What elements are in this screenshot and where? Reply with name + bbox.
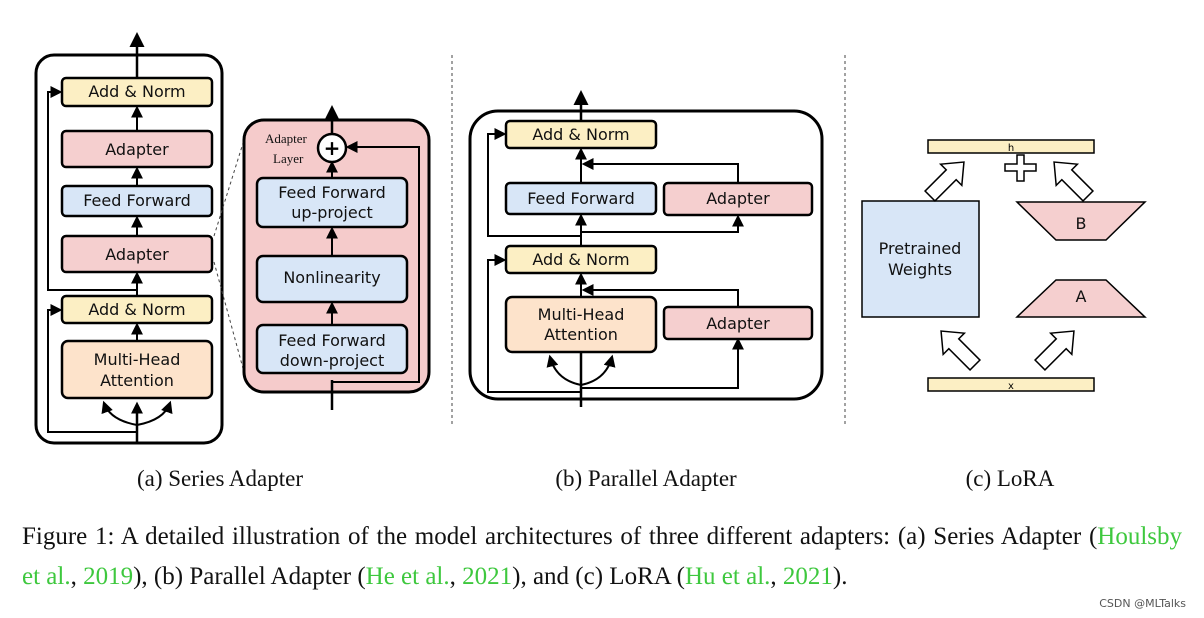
parallel-adapter-output [581, 158, 739, 183]
adapter-mha-label: Adapter [706, 314, 770, 333]
up-project-label-line2: up-project [291, 203, 373, 222]
attention-input-arrow [136, 400, 173, 426]
adapter-top-label: Adapter [105, 140, 169, 159]
multi-head-attention-block [504, 295, 658, 354]
hollow-arrow-pw-to-h [923, 161, 965, 203]
caption-sep-3: , [770, 563, 783, 590]
caption-text-4: ). [832, 563, 848, 590]
residual-connection [332, 141, 420, 383]
citation-he-author[interactable]: He et al. [365, 563, 450, 590]
caption-sep-2: , [449, 563, 463, 590]
hollow-arrow-x-to-a [1033, 330, 1075, 372]
zoom-guide-line [213, 139, 245, 237]
adapter-ff-block [662, 181, 814, 217]
add-norm-bottom-block [60, 294, 214, 325]
adapter-bottom-block [60, 234, 214, 274]
add-norm-top-block [60, 76, 214, 108]
lora-a-matrix [1015, 279, 1147, 318]
multi-head-attention-block [60, 339, 214, 400]
feed-forward-block [60, 184, 214, 218]
residual-connection [47, 304, 137, 433]
lora-plus-icon [1004, 154, 1037, 182]
zoom-guide-line [213, 261, 245, 373]
series-adapter-sublabel: (a) Series Adapter [137, 466, 303, 491]
citation-houlsby-year[interactable]: 2019 [83, 563, 134, 590]
add-norm-bottom-label: Add & Norm [88, 300, 185, 319]
adapter-ff-label: Adapter [706, 189, 770, 208]
attention-input-arrow [101, 400, 138, 426]
caption-text-2: ), (b) Parallel Adapter ( [133, 563, 366, 590]
feed-forward-label: Feed Forward [83, 191, 191, 210]
lora-sublabel: (c) LoRA [966, 466, 1055, 491]
add-norm-bottom-block [504, 244, 658, 275]
sum-node [316, 132, 348, 164]
pretrained-weights-block [861, 200, 980, 318]
down-project-label-line2: down-project [280, 351, 384, 370]
watermark: CSDN @MLTalks [1099, 597, 1186, 610]
attention-input-arrow [580, 354, 616, 386]
attention-input-arrow [546, 354, 582, 386]
parallel-adapter-input [581, 214, 744, 233]
adapter-layer-title-line2: Layer [273, 151, 304, 166]
parallel-transformer-frame [468, 109, 824, 401]
citation-hu-year[interactable]: 2021 [782, 563, 833, 590]
lora-a-label: A [1076, 287, 1087, 306]
feed-forward-label: Feed Forward [527, 189, 635, 208]
mha-label-line1: Multi-Head [94, 350, 181, 369]
h-output-bar [927, 139, 1095, 154]
residual-connection [47, 86, 137, 291]
parallel-adapter-output [581, 284, 739, 307]
x-label: x [1008, 381, 1014, 392]
lora-b-matrix [1015, 201, 1147, 241]
parallel-adapter-diagram: Add & Norm Feed Forward Adapter Add & No… [468, 90, 824, 491]
nonlinearity-block [255, 254, 409, 304]
down-project-block [255, 323, 409, 375]
caption-text-3: ), and (c) LoRA ( [512, 563, 685, 590]
residual-connection [487, 128, 581, 237]
pretrained-label-line2: Weights [888, 260, 952, 279]
series-transformer-frame [34, 53, 224, 445]
h-label: h [1008, 143, 1014, 154]
residual-connection [487, 254, 581, 393]
feed-forward-block [504, 181, 658, 216]
sum-node-plus: + [324, 136, 341, 160]
citation-hu-author[interactable]: Hu et al. [685, 563, 771, 590]
series-adapter-diagram: Add & Norm Adapter Feed Forward Adapter … [34, 32, 431, 491]
lora-diagram: h x Pretrained Weights B A (c) LoRA [861, 139, 1147, 491]
mha-label-line2: Attention [544, 325, 618, 344]
parallel-adapter-sublabel: (b) Parallel Adapter [555, 466, 737, 491]
up-project-label-line1: Feed Forward [278, 183, 386, 202]
hollow-arrow-b-to-h [1053, 161, 1095, 203]
hollow-arrow-x-to-pw [940, 330, 982, 372]
down-project-label-line1: Feed Forward [278, 331, 386, 350]
adapter-mha-block [662, 305, 814, 341]
up-project-block [255, 176, 409, 229]
figure-caption: Figure 1: A detailed illustration of the… [22, 517, 1182, 597]
adapter-top-block [60, 129, 214, 169]
nonlinearity-label: Nonlinearity [283, 268, 380, 287]
adapter-layer-detail: Adapter Layer + Feed Forward up-project … [242, 105, 431, 410]
add-norm-top-label: Add & Norm [88, 82, 185, 101]
caption-text-1: Figure 1: A detailed illustration of the… [22, 523, 1098, 550]
citation-he-year[interactable]: 2021 [462, 563, 513, 590]
lora-b-label: B [1076, 214, 1087, 233]
mha-label-line2: Attention [100, 371, 174, 390]
caption-sep-1: , [70, 563, 84, 590]
x-input-bar [927, 377, 1095, 392]
add-norm-top-block [504, 119, 658, 150]
adapter-bottom-label: Adapter [105, 245, 169, 264]
pretrained-label-line1: Pretrained [879, 239, 962, 258]
citation-houlsby-author[interactable]: Houlsby et al. [22, 523, 1182, 590]
adapter-layer-title-line1: Adapter [265, 131, 308, 146]
parallel-adapter-input [581, 337, 744, 389]
mha-label-line1: Multi-Head [538, 305, 625, 324]
add-norm-bottom-label: Add & Norm [532, 250, 629, 269]
add-norm-top-label: Add & Norm [532, 125, 629, 144]
